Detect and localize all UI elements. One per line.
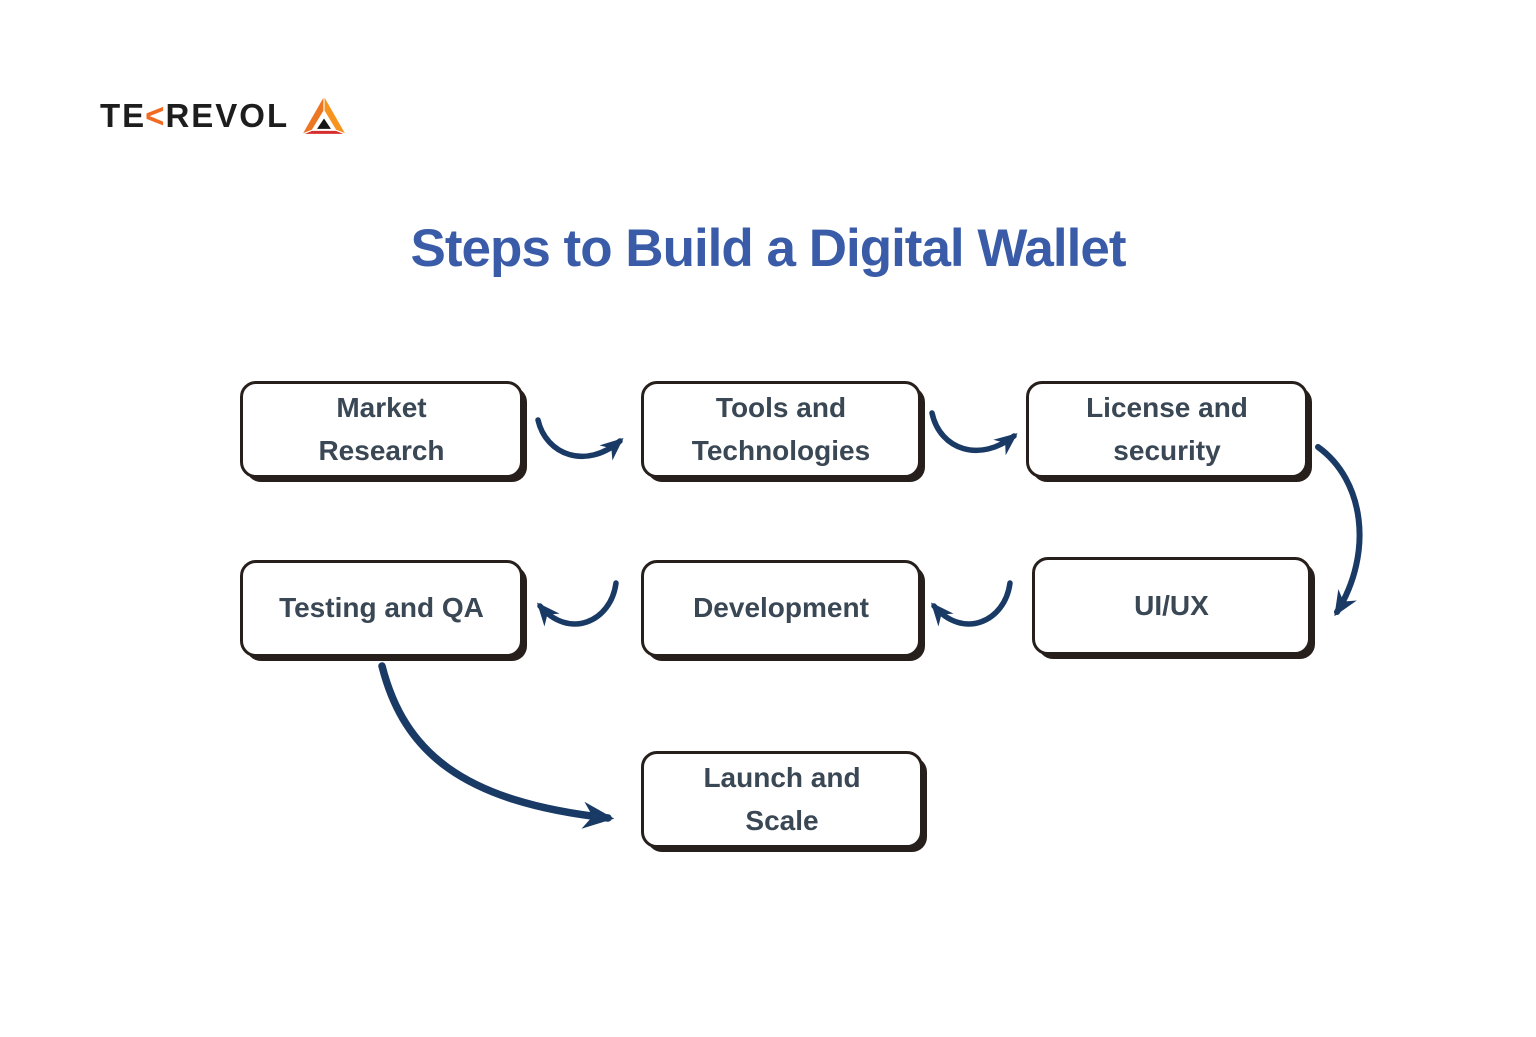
logo-text-suffix: REVOL <box>165 96 290 134</box>
step-label-line: Research <box>318 434 445 466</box>
arrow-uiux-to-development <box>930 580 1013 627</box>
step-label-line: UI/UX <box>1134 589 1209 621</box>
arrow-testing-to-launch <box>378 662 615 829</box>
step-label-line: Scale <box>745 804 819 836</box>
step-label-line: Launch and <box>703 761 861 793</box>
step-label-line: Testing and QA <box>279 592 484 624</box>
arrow-market-to-tools <box>535 417 624 461</box>
logo-text-prefix: TE <box>100 96 147 134</box>
logo-chevron-icon: < <box>145 95 167 135</box>
step-box-market-research: Market Research <box>240 381 523 478</box>
step-label-line: Technologies <box>691 434 871 466</box>
step-box-tools-technologies: Tools and Technologies <box>641 381 921 478</box>
step-box-development: Development <box>641 560 921 657</box>
step-label-line: License and <box>1086 391 1248 423</box>
step-box-ui-ux: UI/UX <box>1032 557 1311 655</box>
step-box-testing-qa: Testing and QA <box>240 560 523 657</box>
arrow-tools-to-license <box>929 410 1018 456</box>
step-box-license-security: License and security <box>1026 381 1308 478</box>
page-title: Steps to Build a Digital Wallet <box>410 219 1127 278</box>
tekrevol-triangle-icon <box>300 93 348 136</box>
step-label-line: Development <box>693 592 869 624</box>
step-label-line: security <box>1113 434 1221 466</box>
arrow-development-to-testing <box>536 580 619 627</box>
step-label-line: Tools and <box>715 391 847 423</box>
arrow-license-to-uiux <box>1315 444 1363 617</box>
step-label-line: Market <box>336 391 427 423</box>
tekrevol-logo: TE<REVOL <box>100 92 349 138</box>
tekrevol-logo-text: TE<REVOL <box>100 95 290 135</box>
step-box-launch-scale: Launch and Scale <box>641 751 923 848</box>
